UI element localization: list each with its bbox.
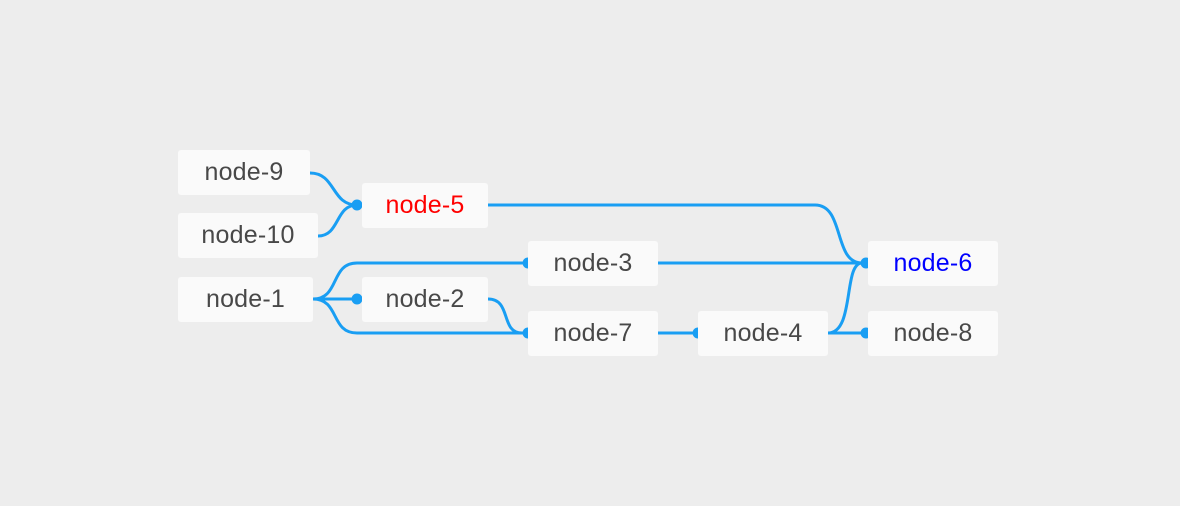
graph-node-node-2[interactable]: node-2 — [362, 277, 488, 322]
node-label: node-1 — [205, 285, 286, 313]
edge-node-1-to-node-7[interactable] — [311, 297, 524, 335]
node-label: node-3 — [553, 249, 633, 277]
node-label: node-10 — [201, 221, 295, 249]
edge-node-2-to-node-7[interactable] — [486, 297, 524, 335]
edge-node-5-to-node-6[interactable] — [486, 203, 864, 265]
graph-node-node-10[interactable]: node-10 — [178, 213, 318, 258]
graph-node-node-5[interactable]: node-5 — [362, 183, 488, 228]
junction-dot-node-2[interactable] — [351, 293, 363, 305]
graph-node-node-8[interactable]: node-8 — [868, 311, 998, 356]
graph-node-node-1[interactable]: node-1 — [178, 277, 313, 322]
edge-group — [308, 171, 864, 335]
graph-node-node-3[interactable]: node-3 — [528, 241, 658, 286]
edge-node-10-to-node-5[interactable] — [316, 203, 359, 238]
node-label: node-6 — [893, 249, 973, 277]
junction-dot-node-5[interactable] — [351, 199, 363, 211]
node-label: node-2 — [385, 285, 465, 313]
node-label: node-9 — [204, 158, 284, 186]
node-label: node-7 — [553, 319, 633, 347]
edge-node-4-to-node-6[interactable] — [826, 261, 864, 335]
graph-node-node-9[interactable]: node-9 — [178, 150, 310, 195]
edge-node-9-to-node-5[interactable] — [308, 171, 359, 207]
node-label: node-5 — [385, 191, 465, 219]
node-label: node-8 — [893, 319, 973, 347]
graph-node-node-7[interactable]: node-7 — [528, 311, 658, 356]
graph-node-node-4[interactable]: node-4 — [698, 311, 828, 356]
graph-node-node-6[interactable]: node-6 — [868, 241, 998, 286]
node-label: node-4 — [723, 319, 803, 347]
